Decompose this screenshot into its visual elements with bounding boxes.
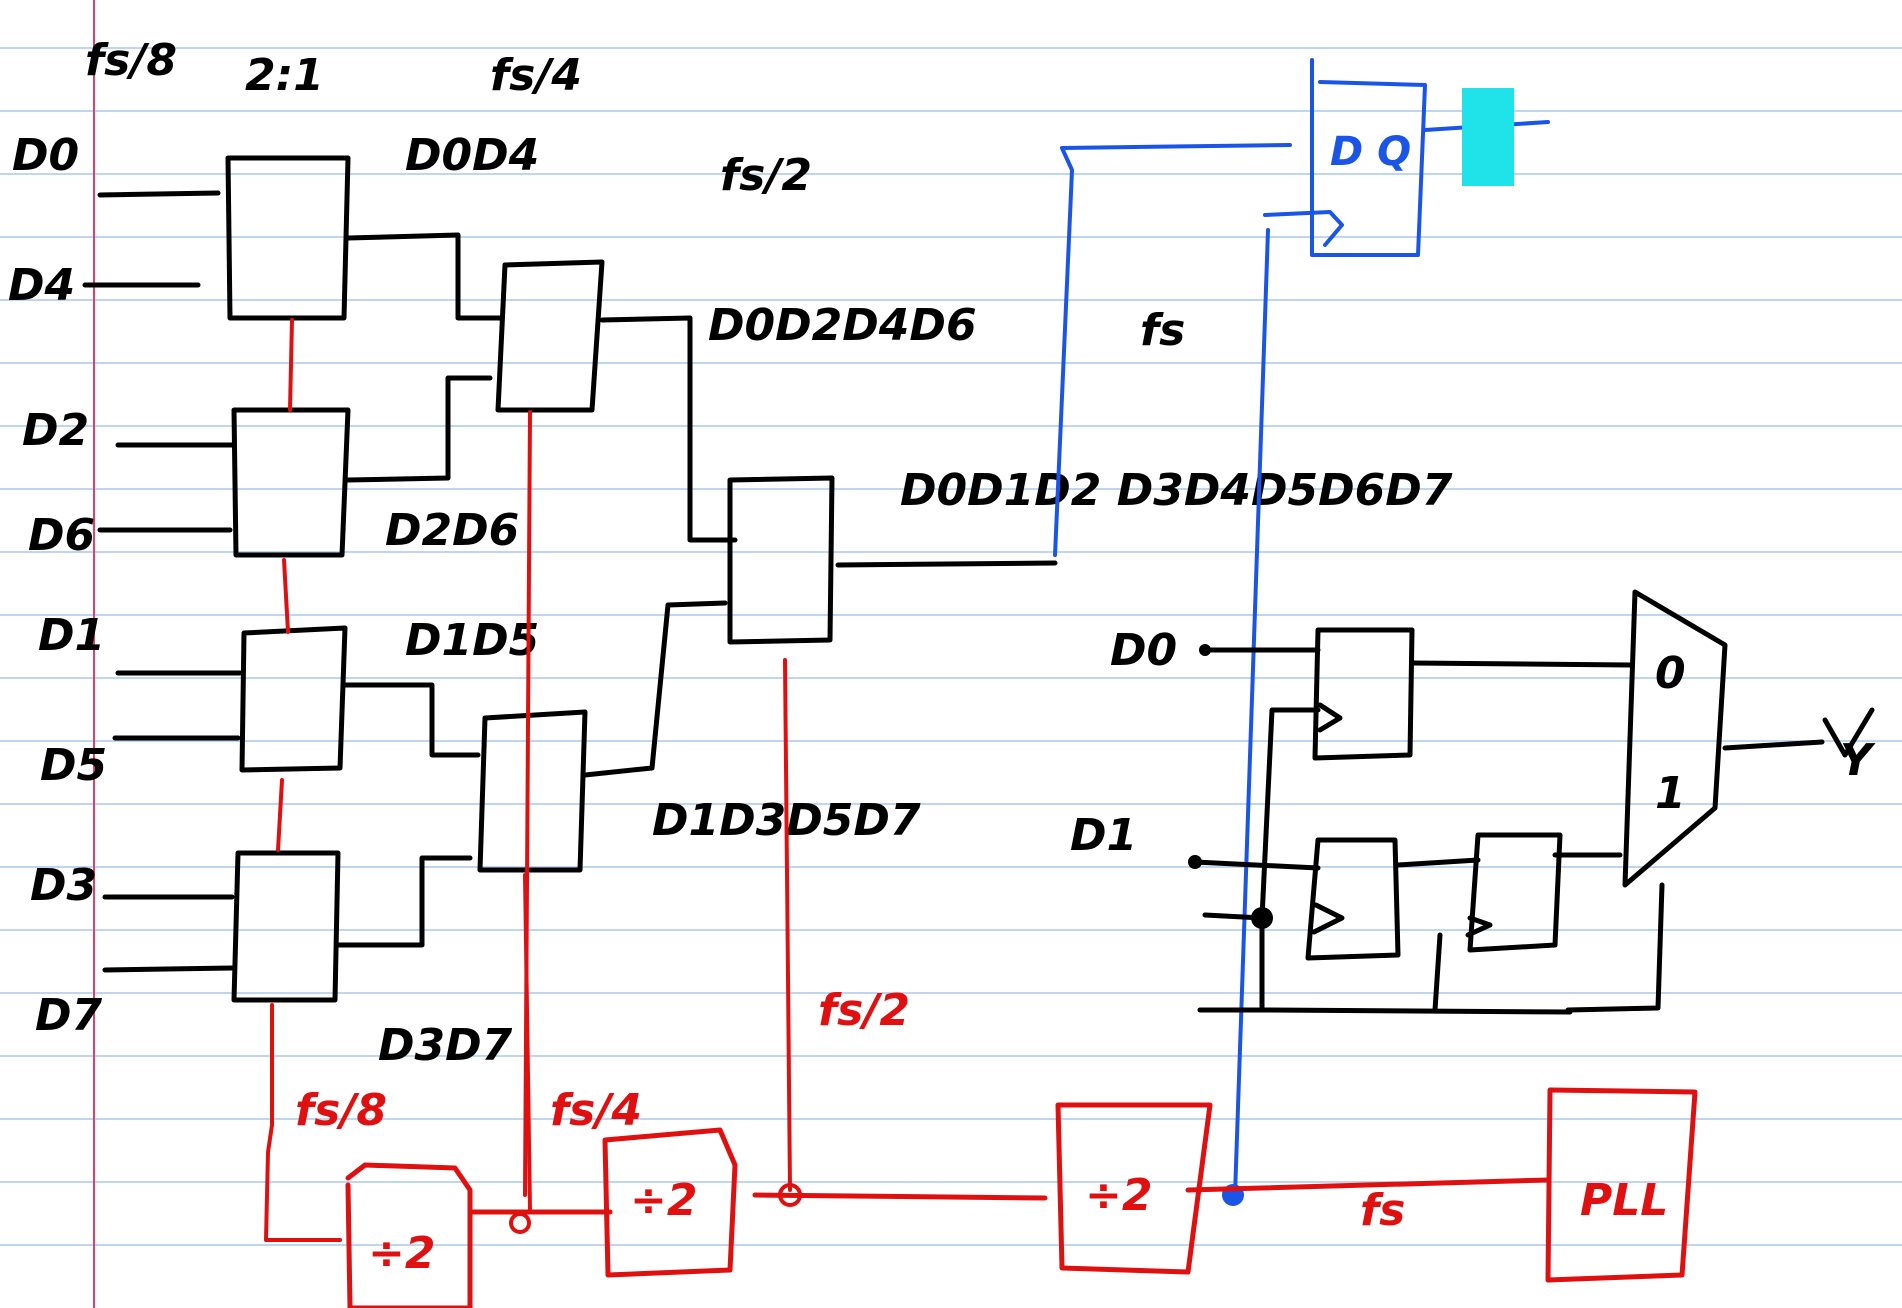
dff-clock-input [1263,210,1344,247]
clk-label-fs: fs [1360,1185,1405,1236]
divider-c-to-pll [1185,1177,1551,1193]
input-label-d5: D5 [40,740,107,791]
label-clock-fs: fs [1140,305,1185,356]
dff-output-highlight [1462,88,1514,186]
input-label-d2: D2 [22,405,89,456]
mux-sel-1: 1 [1655,768,1686,819]
mux-stage1 [225,155,351,1003]
divider-b-label: ÷2 [630,1175,697,1226]
serial-output-wire [835,560,1058,568]
stage1-to-stage2-wires [335,232,503,948]
label-rate-input: fs/8 [85,35,177,86]
clk-label-fs4: fs/4 [550,1085,642,1136]
ff-d0 [1312,627,1415,761]
mux-s2-b [477,709,588,873]
label-pair-d1d5: D1D5 [405,615,539,666]
pll-label: PLL [1580,1175,1668,1226]
mux-s1-b [231,407,351,558]
input-label-d6: D6 [28,510,95,561]
retiming-dff [1053,58,1550,1206]
label-pair-d2d6: D2D6 [385,505,519,556]
mux-s1-d [231,850,341,1003]
clk-label-fs8: fs/8 [295,1085,387,1136]
input-label-d0: D0 [12,130,79,181]
mux-stage2 [477,259,605,873]
output-mux [1622,589,1728,888]
mux-s1-a [225,155,351,321]
label-pair-d3d7: D3D7 [378,1020,513,1071]
mux-s3 [727,475,835,645]
label-serial-output: D0D1D2 D3D4D5D6D7 [900,465,1453,516]
ff-d1-a [1305,837,1401,961]
retime-label-d1: D1 [1070,810,1137,861]
mux-s1-c [239,625,348,773]
label-rate-stage2: fs/4 [490,50,582,101]
divider-b-box [602,1127,738,1278]
retime-data-wire [1053,143,1292,557]
label-mux-ratio: 2:1 [245,50,324,101]
clk-fs8-divider-link [264,1123,342,1242]
clk-fs4-wire-b [523,873,532,1212]
retime-circuit [1188,589,1875,1015]
clk-link-s1-ab [288,318,294,412]
input-label-d4: D4 [8,260,75,311]
divider-c-box [1055,1102,1213,1275]
label-rate-stage3: fs/2 [720,150,812,201]
mux-s2-a [495,259,605,413]
ff-d1-b [1467,832,1563,953]
divider-b-junction [778,1183,802,1207]
label-quad-even: D0D2D4D6 [708,300,977,351]
notebook-rules [0,47,1902,1246]
label-pair-d0d4: D0D4 [405,130,539,181]
divider-a-label: ÷2 [368,1228,435,1279]
divider-b-to-c [752,1192,1048,1201]
mux-sel-0: 0 [1655,648,1686,699]
clk-label-fs2: fs/2 [818,985,910,1036]
clock-tree [264,318,1698,1308]
retime-clock-wire [1233,228,1270,1197]
clk-fs2-wire [783,658,792,1192]
input-label-d3: D3 [30,860,97,911]
pll-box [1545,1087,1698,1283]
dff-label: D Q [1330,129,1411,175]
stage2-to-stage3-wires [582,315,738,778]
input-label-d7: D7 [35,990,103,1041]
divider-c-label: ÷2 [1085,1170,1152,1221]
output-label-y: Y [1840,735,1876,786]
dff-body [1310,58,1427,257]
input-label-d1: D1 [38,610,105,661]
clk-link-s1-bc [282,558,290,634]
divider-a-box [345,1162,473,1308]
clk-link-s1-cd [276,778,284,852]
retime-label-d0: D0 [1110,625,1177,676]
divider-a-junction [509,1212,531,1234]
input-wires [82,190,243,973]
